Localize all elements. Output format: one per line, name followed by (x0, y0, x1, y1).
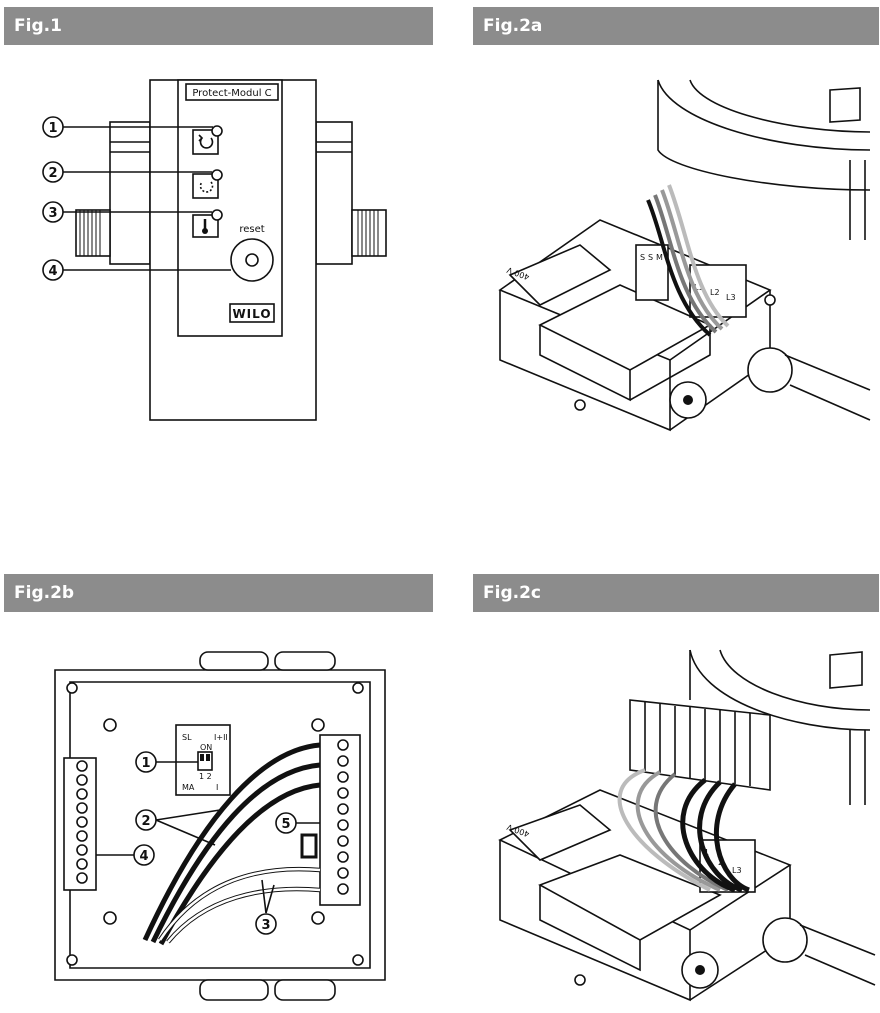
callout-3 (42, 201, 64, 223)
fig2c-terminal-box-drawing: 400 V 1 2 L3 (498, 649, 876, 1002)
svg-text:L1: L1 (694, 283, 704, 292)
callout-1 (42, 116, 64, 138)
cable-gland (747, 347, 793, 393)
fig2c-header: Fig.2c (473, 574, 879, 612)
module-label: Protect-Modul C (192, 88, 271, 99)
left-knurled-nut (75, 209, 111, 257)
led-1 (211, 125, 223, 137)
callout-2b-2 (135, 809, 157, 831)
svg-text:S: S (640, 253, 645, 262)
callout-2b-5 (275, 812, 297, 834)
svg-text:MA: MA (182, 783, 195, 792)
svg-text:SL: SL (182, 733, 192, 742)
svg-text:M: M (656, 253, 663, 262)
wilo-logo: WILO (232, 307, 271, 321)
svg-text:3: 3 (48, 206, 57, 221)
svg-text:2: 2 (48, 166, 57, 181)
left-side-housing (109, 121, 151, 265)
svg-text:I+II: I+II (214, 733, 228, 742)
led-3 (211, 209, 223, 221)
right-side-housing (315, 121, 353, 265)
callout-4 (42, 259, 64, 281)
callout-2b-3 (255, 913, 277, 935)
plug (508, 244, 612, 306)
svg-text:5: 5 (281, 817, 290, 832)
fig2a-header: Fig.2a (473, 7, 879, 45)
rotation-icon (199, 137, 214, 149)
svg-text:1: 1 (48, 121, 57, 136)
svg-text:4: 4 (139, 849, 148, 864)
svg-text:L2: L2 (710, 288, 720, 297)
svg-text:1 2: 1 2 (199, 772, 212, 781)
svg-text:4: 4 (48, 264, 57, 279)
svg-text:ON: ON (200, 743, 212, 752)
terminal-strip-4 (63, 757, 97, 891)
svg-text:I: I (216, 783, 218, 792)
right-knurled-nut (351, 209, 387, 257)
svg-text:L3: L3 (732, 866, 742, 875)
fig1-module-drawing: Protect-Modul C reset WILO 1 2 3 4 (42, 79, 387, 421)
terminal-strip-l1l2l3 (689, 264, 747, 318)
thermometer-icon (202, 228, 208, 234)
svg-text:1: 1 (141, 756, 150, 771)
fig2a-terminal-box-drawing: 400 V S S M L1 L2 L3 (498, 79, 871, 432)
wilo-logo-box (229, 303, 275, 323)
fig1-header: Fig.1 (4, 7, 433, 45)
fig2b-header: Fig.2b (4, 574, 433, 612)
reset-label: reset (239, 224, 264, 235)
terminal-strip-5 (319, 734, 361, 906)
callout-2 (42, 161, 64, 183)
terminal-strip-ssm (635, 244, 669, 301)
svg-text:L3: L3 (726, 293, 736, 302)
svg-text:S: S (648, 253, 653, 262)
svg-text:2: 2 (141, 814, 150, 829)
fig2b-terminal-box-drawing: ON 1 2 SL I+II MA I 1 2 3 4 5 (54, 651, 386, 1001)
led-2 (211, 169, 223, 181)
svg-text:3: 3 (261, 918, 270, 933)
callout-2b-4 (133, 844, 155, 866)
callout-2b-1 (135, 751, 157, 773)
rotation-dashed-icon (199, 181, 214, 193)
front-panel (177, 79, 283, 337)
module-label-box (185, 83, 279, 101)
